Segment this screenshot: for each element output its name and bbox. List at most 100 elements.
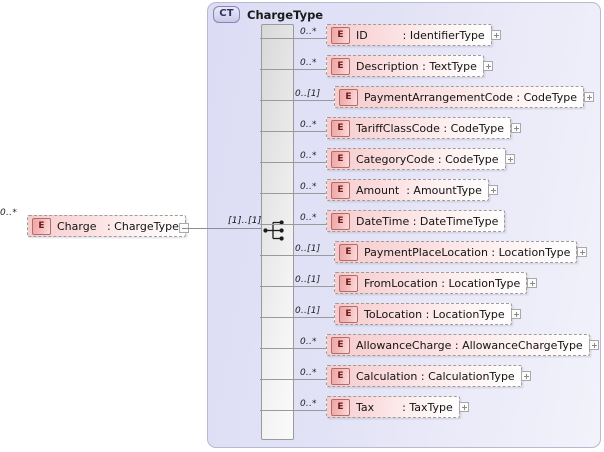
element-badge-icon: E: [339, 243, 358, 261]
element-label: Calculation : CalculationType: [356, 369, 515, 383]
complextype-header: CT ChargeType: [213, 6, 323, 23]
element-box-allowancecharge[interactable]: E AllowanceCharge : AllowanceChargeType: [326, 334, 590, 356]
occurs-label: 0..[1]: [295, 244, 321, 254]
expand-icon[interactable]: [527, 278, 537, 288]
element-badge-icon: E: [331, 119, 350, 137]
element-row: 0..* E TariffClassCode : CodeType: [260, 115, 604, 146]
element-label: TariffClassCode : CodeType: [356, 121, 505, 135]
expand-icon[interactable]: [511, 123, 521, 133]
row-connector-line: [260, 379, 326, 380]
occurs-label: 0..*: [300, 120, 317, 130]
element-label: AllowanceCharge : AllowanceChargeType: [356, 338, 583, 352]
row-connector-line: [260, 162, 326, 163]
occurs-label: 0..[1]: [295, 89, 321, 99]
element-label: Amount : AmountType: [356, 183, 482, 197]
element-badge-icon: E: [331, 57, 350, 75]
element-row: 0..* E ID : IdentifierType: [260, 22, 604, 53]
expand-icon[interactable]: [577, 247, 587, 257]
occurs-label: 0..*: [300, 368, 317, 378]
element-box-paymentplacelocation[interactable]: E PaymentPlaceLocation : LocationType: [334, 241, 578, 263]
element-badge-icon: E: [331, 212, 350, 230]
row-connector-line: [260, 69, 326, 70]
expand-icon[interactable]: [589, 340, 599, 350]
expand-icon[interactable]: [521, 371, 531, 381]
sequence-occurs-label: [1]..[1]: [228, 216, 262, 226]
element-label: ID : IdentifierType: [356, 28, 485, 42]
element-badge-icon: E: [339, 305, 358, 323]
occurs-label: 0..*: [300, 337, 317, 347]
element-label: Description : TextType: [356, 59, 477, 73]
row-connector-line: [260, 193, 326, 194]
element-box-paymentarrangementcode[interactable]: E PaymentArrangementCode : CodeType: [334, 86, 585, 108]
element-box-fromlocation[interactable]: E FromLocation : LocationType: [334, 272, 528, 294]
element-badge-icon: E: [339, 274, 358, 292]
row-connector-line: [260, 255, 334, 256]
element-box-calculation[interactable]: E Calculation : CalculationType: [326, 365, 522, 387]
row-connector-line: [260, 224, 326, 225]
element-badge-icon: E: [331, 26, 350, 44]
charge-occurs-label: 0..*: [0, 208, 18, 218]
charge-connector-line: [186, 228, 208, 229]
element-label: PaymentArrangementCode : CodeType: [364, 90, 578, 104]
element-badge-icon: E: [331, 367, 350, 385]
occurs-label: 0..*: [300, 58, 317, 68]
element-row: 0..* E CategoryCode : CodeType: [260, 146, 604, 177]
sequence-icon: [263, 220, 284, 241]
expand-icon[interactable]: [483, 61, 493, 71]
occurs-label: 0..[1]: [295, 275, 321, 285]
occurs-label: 0..*: [300, 151, 317, 161]
occurs-label: 0..*: [300, 213, 317, 223]
element-box-tolocation[interactable]: E ToLocation : LocationType: [334, 303, 512, 325]
element-row: 0..[1] E FromLocation : LocationType: [260, 270, 604, 301]
element-badge-icon: E: [331, 150, 350, 168]
element-label: CategoryCode : CodeType: [356, 152, 499, 166]
sequence-connector-line: [208, 228, 262, 229]
element-box-datetime[interactable]: E DateTime : DateTimeType: [326, 210, 506, 232]
row-connector-line: [260, 317, 334, 318]
occurs-label: 0..[1]: [295, 306, 321, 316]
occurs-label: 0..*: [300, 27, 317, 37]
element-row: 0..[1] E ToLocation : LocationType: [260, 301, 604, 332]
element-label: Tax : TaxType: [356, 400, 453, 414]
element-badge-icon: E: [331, 181, 350, 199]
element-badge-icon: E: [32, 217, 51, 235]
element-row: 0..* E AllowanceCharge : AllowanceChargeTy…: [260, 332, 604, 363]
element-box-tariffclasscode[interactable]: E TariffClassCode : CodeType: [326, 117, 512, 139]
element-label: FromLocation : LocationType: [364, 276, 521, 290]
occurs-label: 0..*: [300, 182, 317, 192]
expand-icon[interactable]: [491, 30, 501, 40]
occurs-label: 0..*: [300, 399, 317, 409]
expand-icon[interactable]: [459, 402, 469, 412]
element-box-categorycode[interactable]: E CategoryCode : CodeType: [326, 148, 506, 170]
element-row: 0..* E DateTime : DateTimeType: [260, 208, 604, 239]
element-row: 0..* E Amount : AmountType: [260, 177, 604, 208]
row-connector-line: [260, 100, 334, 101]
element-label: DateTime : DateTimeType: [356, 214, 499, 228]
element-box-tax[interactable]: E Tax : TaxType: [326, 396, 460, 418]
expand-icon[interactable]: [488, 185, 498, 195]
row-connector-line: [260, 131, 326, 132]
element-row: 0..* E Tax : TaxType: [260, 394, 604, 425]
element-row: 0..[1] E PaymentArrangementCode : CodeType: [260, 84, 604, 115]
expand-icon[interactable]: [584, 92, 594, 102]
element-label: ToLocation : LocationType: [364, 307, 505, 321]
element-badge-icon: E: [331, 398, 350, 416]
charge-element-label: Charge : ChargeType: [57, 219, 179, 233]
row-connector-line: [260, 38, 326, 39]
complextype-badge: CT: [213, 6, 240, 23]
row-connector-line: [260, 286, 334, 287]
element-row: 0..* E Description : TextType: [260, 53, 604, 84]
complextype-title: ChargeType: [247, 7, 324, 22]
expand-icon[interactable]: [511, 309, 521, 319]
element-row: 0..* E Calculation : CalculationType: [260, 363, 604, 394]
element-row: 0..[1] E PaymentPlaceLocation : LocationTy…: [260, 239, 604, 270]
element-badge-icon: E: [339, 88, 358, 106]
element-label: PaymentPlaceLocation : LocationType: [364, 245, 571, 259]
element-box-amount[interactable]: E Amount : AmountType: [326, 179, 489, 201]
expand-icon[interactable]: [505, 154, 515, 164]
charge-element-box[interactable]: E Charge : ChargeType: [27, 215, 186, 237]
element-box-description[interactable]: E Description : TextType: [326, 55, 484, 77]
element-badge-icon: E: [331, 336, 350, 354]
row-connector-line: [260, 410, 326, 411]
element-box-id[interactable]: E ID : IdentifierType: [326, 24, 492, 46]
